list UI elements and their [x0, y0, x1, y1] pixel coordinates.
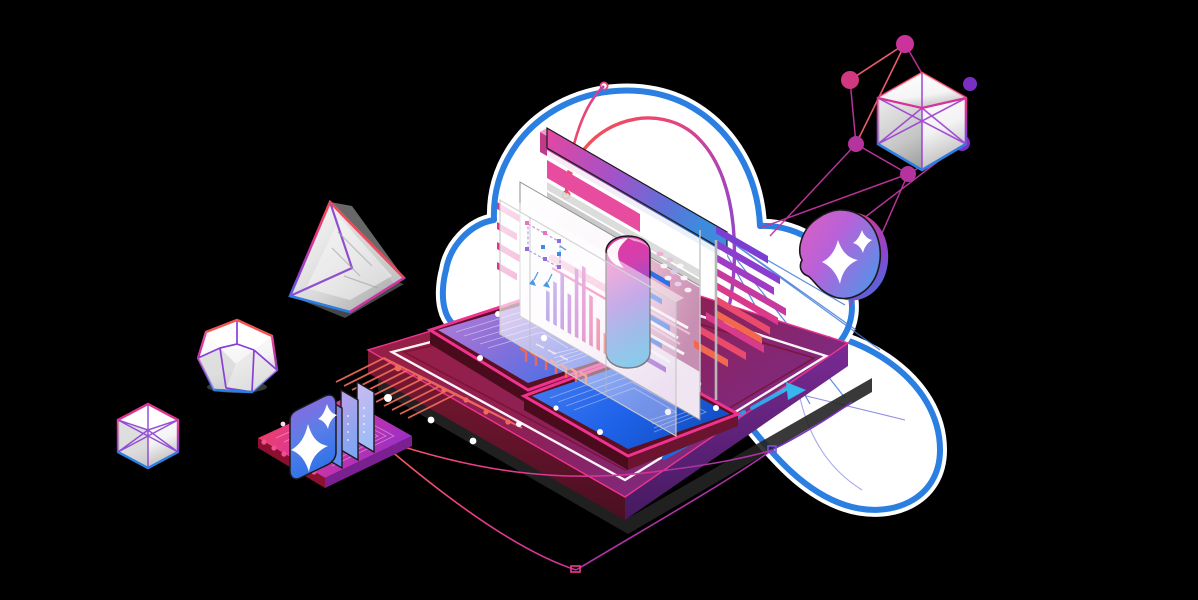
- diagonal-bar: [716, 310, 762, 345]
- node-dot: [841, 71, 859, 89]
- wire-harness: [335, 356, 853, 573]
- diagonal-bar: [716, 282, 778, 326]
- file-chip-base[interactable]: [258, 380, 412, 488]
- dodecahedron-shape: [196, 318, 279, 394]
- right-diagonal-bars: [694, 226, 786, 368]
- sparkle-icon: [291, 404, 337, 472]
- icosahedron-small: [116, 402, 180, 470]
- diagonal-bar: [716, 226, 768, 264]
- diagonal-bar: [716, 268, 786, 316]
- diagonal-bar: [694, 340, 728, 368]
- monitor-panel[interactable]: [499, 126, 728, 438]
- glass-overlay-panel[interactable]: [499, 196, 684, 438]
- diagonal-bar: [700, 326, 746, 361]
- node-dot: [896, 35, 914, 53]
- diagonal-bar: [706, 312, 764, 353]
- diagonal-bar: [716, 296, 770, 335]
- diagonal-bar: [716, 254, 774, 295]
- icosahedron-large: [876, 71, 968, 172]
- file-stack[interactable]: [289, 380, 375, 480]
- vector-selection-handles[interactable]: [525, 221, 567, 288]
- node-dot: [963, 77, 977, 91]
- diagonal-bar: [716, 240, 780, 285]
- scatter-dots: [656, 251, 692, 293]
- node-dot: [900, 166, 916, 182]
- sparkle-icon: [822, 230, 872, 284]
- sparkle-badge[interactable]: [798, 209, 889, 301]
- open-book: [288, 199, 407, 318]
- monitor-stand: [699, 230, 718, 400]
- node-dot: [848, 136, 864, 152]
